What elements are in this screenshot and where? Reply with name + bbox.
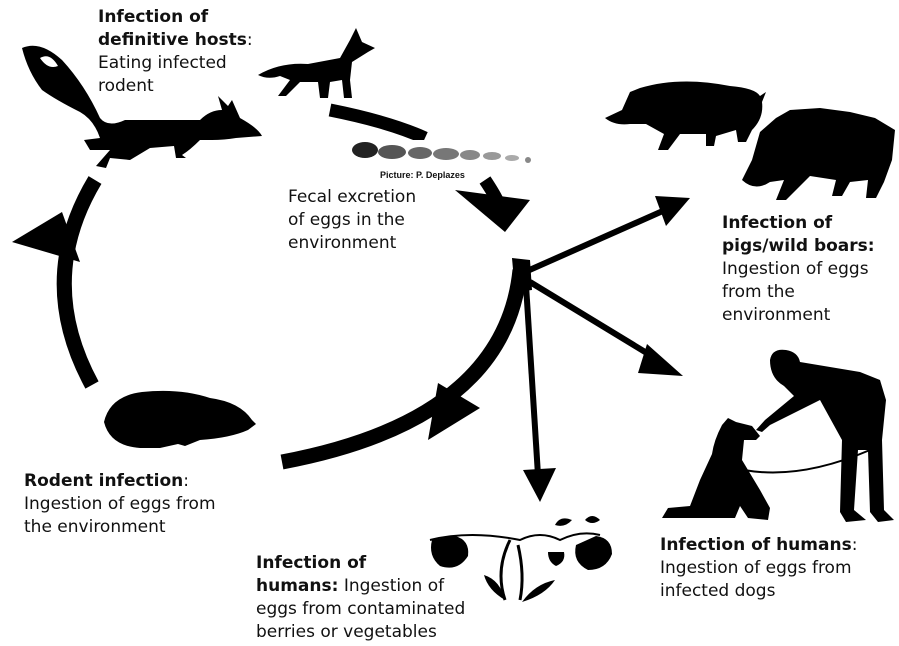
pigs-body-line1: Ingestion of eggs <box>722 258 875 281</box>
rodent-body-line1: Ingestion of eggs from <box>24 493 216 516</box>
berries-title-line2: humans: <box>256 576 338 596</box>
rodent-silhouette <box>104 391 256 448</box>
arrow-to-berries-shaft <box>526 285 538 475</box>
definitive-hosts-body-line2: rodent <box>98 75 253 98</box>
arrow-to-human-dog-shaft <box>530 282 655 358</box>
arc-to-rodent <box>282 270 520 462</box>
arc-dog-to-feces <box>330 110 425 138</box>
definitive-hosts-body-line1: Eating infected <box>98 52 253 75</box>
fecal-line2: of eggs in the <box>288 209 416 232</box>
pigs-title-line2: pigs/wild boars: <box>722 236 875 256</box>
humans-dogs-colon: : <box>852 535 858 555</box>
arrow-to-pigs-shaft <box>525 210 665 272</box>
rodent-colon: : <box>183 471 189 491</box>
arrowhead-down-right <box>455 190 530 232</box>
pig-silhouette <box>605 81 766 150</box>
label-rodent: Rodent infection: Ingestion of eggs from… <box>24 470 216 539</box>
berries-body-line2: eggs from contaminated <box>256 598 465 621</box>
definitive-hosts-colon: : <box>247 30 253 50</box>
fecal-line1: Fecal excretion <box>288 186 416 209</box>
definitive-hosts-title-line2: definitive hosts <box>98 30 247 50</box>
cycle-arrows <box>12 110 690 502</box>
rodent-body-line2: the environment <box>24 516 216 539</box>
pigs-title-line1: Infection of <box>722 213 832 233</box>
label-pigs-boars: Infection of pigs/wild boars: Ingestion … <box>722 212 875 327</box>
definitive-hosts-title-line1: Infection of <box>98 7 208 27</box>
berries-body-line3: berries or vegetables <box>256 621 465 644</box>
tapeworm-photo <box>348 140 533 168</box>
pigs-body-line2: from the <box>722 281 875 304</box>
arc-fox-to-rodent <box>64 180 95 385</box>
label-humans-berries: Infection of humans: Ingestion of eggs f… <box>256 552 465 644</box>
label-definitive-hosts: Infection of definitive hosts: Eating in… <box>98 6 253 98</box>
arrow-to-berries-head <box>523 468 556 502</box>
berries-body-line1: Ingestion of <box>338 576 444 596</box>
humans-dogs-title: Infection of humans <box>660 535 852 555</box>
humans-dogs-body-line1: Ingestion of eggs from <box>660 557 857 580</box>
humans-dogs-body-line2: infected dogs <box>660 580 857 603</box>
person-petting-dog-silhouette <box>662 350 894 522</box>
pigs-body-line3: environment <box>722 304 875 327</box>
dog-silhouette <box>258 28 375 98</box>
berries-title-line1: Infection of <box>256 553 366 573</box>
wild-boar-silhouette <box>742 108 895 200</box>
fecal-line3: environment <box>288 232 416 255</box>
label-fecal-excretion: Fecal excretion of eggs in the environme… <box>288 186 416 255</box>
rodent-title: Rodent infection <box>24 471 183 491</box>
label-humans-dogs: Infection of humans: Ingestion of eggs f… <box>660 534 857 603</box>
photo-credit: Picture: P. Deplazes <box>380 170 465 180</box>
